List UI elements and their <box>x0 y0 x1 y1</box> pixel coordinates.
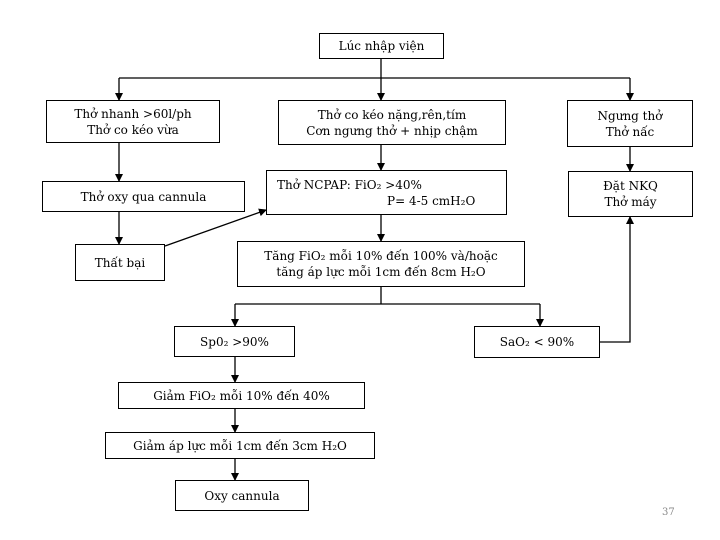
node-admission-line1: Lúc nhập viện <box>338 39 425 53</box>
node-oxy-cannula: Oxy cannula <box>175 480 309 511</box>
node-intubation-line1: Đặt NKQ <box>603 179 658 193</box>
node-oxy-cannula-line1: Oxy cannula <box>204 488 280 503</box>
node-severe-retraction-line1: Thở co kéo nặng,rên,tím <box>317 107 467 122</box>
node-ncpap-line1: Thở NCPAP: FiO₂ >40% <box>277 177 422 192</box>
node-intubation-line2: Thở máy <box>604 195 657 209</box>
node-cannula-oxygen: Thở oxy qua cannula <box>42 181 245 212</box>
node-fast-breathing: Thở nhanh >60l/ph Thở co kéo vừa <box>46 100 220 143</box>
node-fast-breathing-line2: Thở co kéo vừa <box>87 122 179 137</box>
node-reduce-pressure: Giảm áp lực mỗi 1cm đến 3cm H₂O <box>105 432 375 459</box>
node-cannula-oxygen-line1: Thở oxy qua cannula <box>80 189 207 204</box>
node-increase-line1: Tăng FiO₂ mỗi 10% đến 100% và/hoặc <box>264 249 498 263</box>
node-admission: Lúc nhập viện <box>319 33 444 59</box>
node-severe-retraction: Thở co kéo nặng,rên,tím Cơn ngưng thở + … <box>278 100 506 145</box>
node-spo2-high-line1: Sp0₂ >90% <box>200 334 269 349</box>
arrow-sao2-to-intubation <box>600 216 634 343</box>
node-apnea-line1: Ngưng thở <box>597 108 663 123</box>
node-ncpap-line2: P= 4-5 cmH₂O <box>387 193 476 208</box>
node-reduce-pressure-line1: Giảm áp lực mỗi 1cm đến 3cm H₂O <box>133 438 347 453</box>
node-sao2-low-line1: SaO₂ < 90% <box>499 335 575 349</box>
node-reduce-fio2: Giảm FiO₂ mỗi 10% đến 40% <box>118 382 365 409</box>
node-sao2-low: SaO₂ < 90% <box>474 326 600 358</box>
page-number: 37 <box>662 507 675 518</box>
node-intubation: Đặt NKQ Thở máy <box>568 171 693 217</box>
node-severe-retraction-line2: Cơn ngưng thở + nhịp chậm <box>306 123 478 138</box>
node-apnea-line2: Thở nấc <box>605 124 655 139</box>
node-failure: Thất bại <box>75 244 165 281</box>
node-spo2-high: Sp0₂ >90% <box>174 326 295 357</box>
node-apnea: Ngưng thở Thở nấc <box>567 100 693 147</box>
arrow-failure-to-ncpap <box>164 208 267 247</box>
node-reduce-fio2-line1: Giảm FiO₂ mỗi 10% đến 40% <box>153 388 330 403</box>
node-ncpap: Thở NCPAP: FiO₂ >40% P= 4-5 cmH₂O <box>266 170 507 215</box>
node-failure-line1: Thất bại <box>94 255 146 270</box>
node-increase-line2: tăng áp lực mỗi 1cm đến 8cm H₂O <box>276 265 486 279</box>
node-fast-breathing-line1: Thở nhanh >60l/ph <box>74 106 192 121</box>
node-increase: Tăng FiO₂ mỗi 10% đến 100% và/hoặc tăng … <box>237 241 525 287</box>
